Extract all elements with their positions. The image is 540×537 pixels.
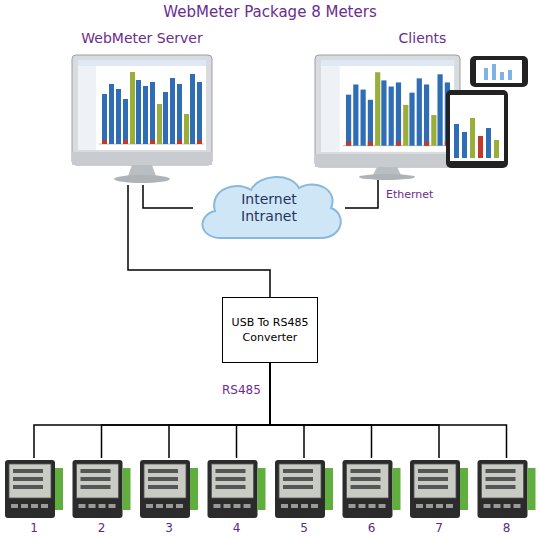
power-meter-node: 1 bbox=[5, 458, 63, 537]
power-meter bbox=[208, 460, 266, 518]
power-meter-node: 8 bbox=[478, 458, 536, 537]
screen-chart bbox=[78, 60, 206, 150]
tablet-bar bbox=[486, 128, 491, 158]
power-meter-node: 6 bbox=[343, 458, 401, 537]
meter-number: 1 bbox=[30, 521, 38, 535]
node-label: USB To RS485 Converter bbox=[227, 315, 313, 345]
phone-body bbox=[470, 56, 528, 87]
connector-line bbox=[102, 363, 271, 458]
network-cloud: Internet Intranet bbox=[193, 172, 345, 244]
meter-number: 4 bbox=[233, 521, 241, 535]
tablet-bar bbox=[470, 118, 475, 158]
phone-bar bbox=[484, 68, 488, 80]
meter-number: 2 bbox=[98, 521, 106, 535]
connector-line bbox=[345, 180, 378, 208]
power-meter-node: 4 bbox=[208, 458, 266, 537]
cloud-shape bbox=[202, 177, 340, 238]
monitor-base bbox=[114, 175, 170, 183]
power-meter bbox=[140, 460, 198, 518]
phone-bar bbox=[508, 70, 512, 80]
monitor-base bbox=[359, 174, 415, 180]
tablet-bar bbox=[494, 140, 499, 158]
monitor-stand bbox=[128, 165, 156, 176]
connector-line bbox=[270, 363, 304, 458]
connector-line bbox=[143, 185, 193, 208]
connector-line bbox=[270, 363, 439, 458]
node-label: Clients bbox=[399, 30, 447, 46]
connector-line bbox=[237, 363, 271, 458]
bus-label: RS485 bbox=[222, 383, 261, 397]
tablet-bar bbox=[478, 136, 483, 158]
meter-number: 3 bbox=[165, 521, 173, 535]
meter-number: 8 bbox=[503, 521, 511, 535]
diagram-title: WebMeter Package 8 Meters bbox=[0, 3, 540, 21]
power-meter bbox=[410, 460, 468, 518]
power-meter bbox=[343, 460, 401, 518]
monitor-frame bbox=[315, 55, 460, 167]
power-meter bbox=[275, 460, 333, 518]
converter-box: USB To RS485 Converter bbox=[222, 297, 318, 363]
power-meter-node: 5 bbox=[275, 458, 333, 537]
edge-label: Ethernet bbox=[386, 188, 433, 201]
power-meter-node: 2 bbox=[73, 458, 131, 537]
tablet-bar bbox=[462, 132, 467, 158]
computer-node: Clients bbox=[310, 30, 535, 180]
phone-bar bbox=[492, 64, 496, 80]
computer-node: WebMeter Server bbox=[62, 30, 222, 185]
phone-screen bbox=[476, 60, 522, 83]
screen-chart bbox=[321, 60, 454, 152]
node-label: WebMeter Server bbox=[81, 30, 202, 46]
connector-line bbox=[270, 363, 372, 458]
monitor-frame bbox=[72, 55, 212, 165]
monitor-chin bbox=[315, 154, 460, 167]
meter-number: 7 bbox=[435, 521, 443, 535]
power-meter-node: 3 bbox=[140, 458, 198, 537]
tablet-screen bbox=[450, 95, 504, 161]
connector-line bbox=[169, 363, 270, 458]
connector-line bbox=[34, 363, 270, 458]
power-meter bbox=[478, 460, 536, 518]
phone-bar bbox=[500, 72, 504, 80]
monitor-chin bbox=[72, 152, 212, 165]
node-label: Internet Intranet bbox=[229, 191, 309, 225]
power-meter bbox=[5, 460, 63, 518]
power-meter bbox=[73, 460, 131, 518]
power-meter-node: 7 bbox=[410, 458, 468, 537]
meter-number: 6 bbox=[368, 521, 376, 535]
tablet-bar bbox=[454, 124, 459, 158]
tablet-body bbox=[446, 90, 508, 168]
monitor-stand bbox=[373, 167, 401, 175]
meter-number: 5 bbox=[300, 521, 308, 535]
connector-line bbox=[270, 363, 507, 458]
